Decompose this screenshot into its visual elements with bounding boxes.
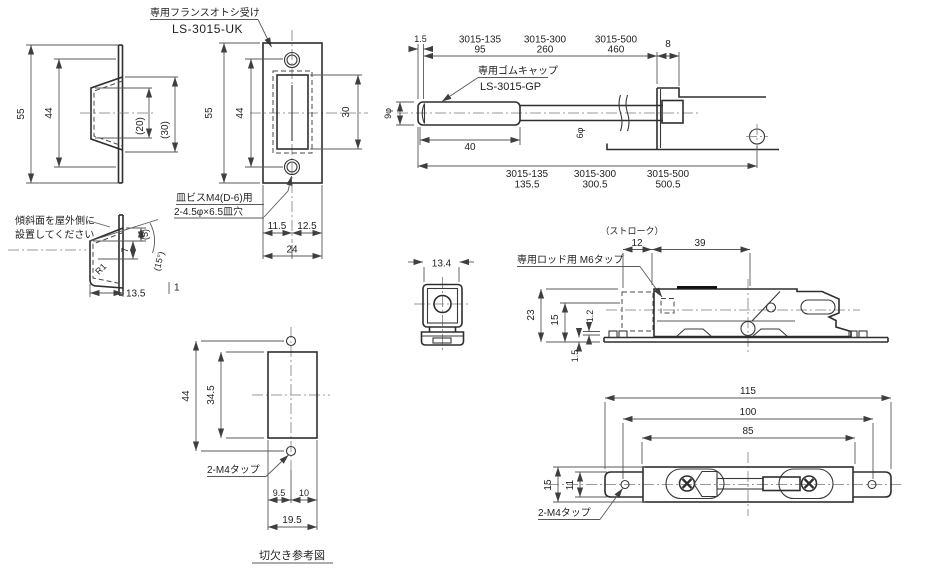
dim-top-85: 85 <box>742 426 754 437</box>
dim-rod-diameter: 6φ <box>575 127 585 138</box>
rubber-cap <box>417 101 521 126</box>
rod-exposed-1: 95 <box>474 45 486 56</box>
cutout-reference-view: 44 34.5 2-M4タップ 9.5 10 19.5 切欠き参考図 <box>181 327 333 564</box>
dim-side-55: 55 <box>16 108 27 120</box>
slope-detail-view: 傾斜面を屋外側に 設置してください (5) 7 (15°) R1 <box>8 214 180 300</box>
receiver-side-linework <box>26 44 179 184</box>
dim-top-11: 11 <box>565 479 576 490</box>
stroke-caption: （ストローク） <box>600 226 663 236</box>
rod-total-model-2: 3015-300 <box>574 169 617 180</box>
mount-hole-right <box>867 479 877 490</box>
body-side-view: （ストローク） <box>517 226 889 363</box>
dim-stroke-12: 12 <box>631 238 643 249</box>
body-top-view: 115 100 85 15 11 2-M4タップ <box>538 386 902 520</box>
rod-total-model-1: 3015-135 <box>506 169 549 180</box>
end-view-hole <box>433 294 452 314</box>
dim-slope-depth: 13.5 <box>126 289 146 300</box>
receiver-side-view: 55 44 (20) (30) <box>16 44 179 184</box>
rod-exposed-2: 260 <box>537 45 554 56</box>
dim-1-5: 1.5 <box>570 350 580 363</box>
receiver-front-view: 専用フランスオトシ受け LS-3015-UK <box>150 7 368 260</box>
slope-detail-linework <box>8 214 170 297</box>
receiver-front-linework <box>174 30 368 260</box>
screw-hole-top <box>283 51 301 69</box>
top-tap-label: 2-M4タップ <box>538 507 591 519</box>
rod-view: 専用ゴムキャップ LS-3015-GP <box>383 34 779 191</box>
dim-front-24: 24 <box>286 245 298 256</box>
dim-side-20: (20) <box>135 117 146 135</box>
body-top-linework <box>538 394 902 520</box>
cutout-hole-top <box>285 335 297 347</box>
rod-total-3: 500.5 <box>655 180 680 191</box>
dim-cap-diameter: 9φ <box>383 108 393 119</box>
dim-slope-7: 7 <box>120 247 130 252</box>
dim-front-11-5: 11.5 <box>268 221 287 232</box>
dim-slope-radius: R1 <box>93 261 108 276</box>
dim-cutout-44: 44 <box>181 390 192 402</box>
dim-cutout-9-5: 9.5 <box>273 488 286 498</box>
dim-front-12-5: 12.5 <box>297 221 317 232</box>
rod-total-2: 300.5 <box>582 180 607 191</box>
end-view-linework <box>408 258 474 352</box>
rod-exposed-3: 460 <box>608 45 625 56</box>
cutout-hole-bottom <box>285 445 297 457</box>
rod-model-2: 3015-300 <box>524 35 567 46</box>
rod-total-model-3: 3015-500 <box>647 169 690 180</box>
body-side-linework <box>517 246 889 352</box>
receiver-part-number: LS-3015-UK <box>172 22 243 36</box>
screw-hole-bottom <box>283 158 301 176</box>
mount-hole-left <box>620 479 630 490</box>
receiver-part-label: 専用フランスオトシ受け <box>150 7 260 19</box>
rubber-cap-label: 専用ゴムキャップ <box>478 64 558 77</box>
rod-tap-label: 専用ロッド用 M6タップ <box>517 254 624 266</box>
rubber-cap-number: LS-3015-GP <box>480 81 541 93</box>
dim-front-44: 44 <box>235 107 246 119</box>
dim-slope-thickness: 1 <box>174 283 180 294</box>
dim-top-100: 100 <box>740 407 757 418</box>
dim-cap-length: 40 <box>464 142 476 153</box>
end-view: 13.4 <box>408 258 474 352</box>
dim-rod-lip: 1.5 <box>414 34 427 44</box>
dim-side-44: 44 <box>44 107 55 119</box>
dim-1-2: 1.2 <box>585 310 595 323</box>
screw-left <box>678 475 696 492</box>
dim-15: 15 <box>550 314 561 326</box>
screw-note-line2: 2-4.5φ×6.5皿穴 <box>174 205 243 218</box>
dim-end-width: 13.4 <box>432 259 452 270</box>
cutout-tap-label: 2-M4タップ <box>207 464 260 476</box>
cutout-caption: 切欠き参考図 <box>259 548 325 562</box>
dim-front-30: 30 <box>341 106 352 118</box>
dim-top-15: 15 <box>543 479 554 491</box>
dim-front-55: 55 <box>204 107 215 119</box>
dim-top-115: 115 <box>740 386 756 397</box>
dim-cutout-19-5: 19.5 <box>282 515 302 526</box>
slider-latch <box>693 470 718 498</box>
slope-note-line2: 設置してください <box>15 228 94 241</box>
dim-cutout-10: 10 <box>299 488 309 498</box>
rod-model-3: 3015-500 <box>595 35 638 46</box>
dim-side-30: (30) <box>160 121 171 139</box>
dim-slope-angle: (15°) <box>152 250 167 272</box>
dim-39: 39 <box>694 238 706 249</box>
dim-cutout-34-5: 34.5 <box>206 385 217 405</box>
slope-note-line1: 傾斜面を屋外側に <box>15 214 95 227</box>
dim-rod-8: 8 <box>665 39 671 50</box>
screw-right <box>800 475 818 492</box>
rod-total-1: 135.5 <box>514 180 539 191</box>
dim-slope-5: (5) <box>140 229 150 240</box>
screw-note-line1: 皿ビスM4(D-6)用 <box>176 192 253 204</box>
rod-linework <box>396 44 779 170</box>
rod-model-1: 3015-135 <box>459 35 502 46</box>
dim-23: 23 <box>526 309 537 321</box>
cutout-linework <box>192 327 333 564</box>
